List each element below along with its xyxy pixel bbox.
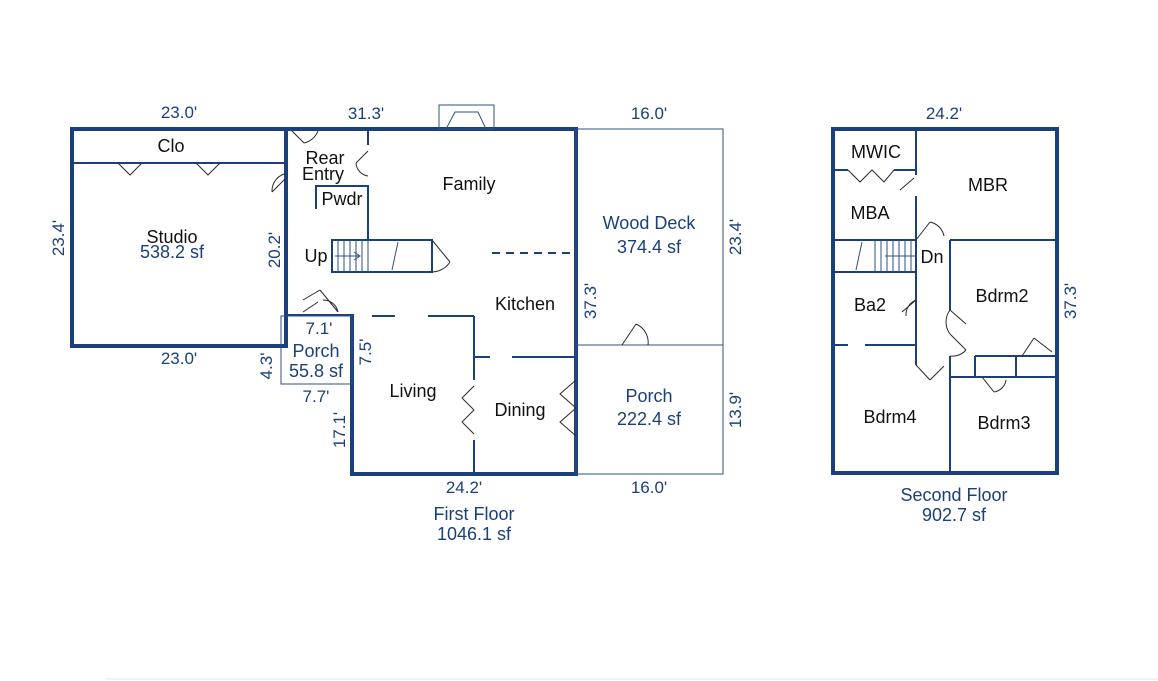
- rear-entry-door: [289, 128, 319, 144]
- bdrm2-door: [945, 309, 967, 335]
- bdrm2-closet-door: [1021, 337, 1053, 357]
- room-label-bdrm3: Bdrm3: [977, 413, 1030, 433]
- room-label-ba2: Ba2: [854, 295, 886, 315]
- room-label-living: Living: [389, 381, 436, 401]
- dim-living-left: 17.1': [330, 412, 349, 448]
- living-dining-bifold: [461, 385, 475, 435]
- area-wood-deck: 374.4 sf: [617, 237, 682, 257]
- room-label-front-porch: Porch: [292, 341, 339, 361]
- dim-main-top: 31.3': [348, 104, 384, 123]
- second-floor-walls: [831, 127, 1059, 475]
- dim-deck-right: 23.4': [726, 219, 745, 255]
- room-label-dining: Dining: [494, 400, 545, 420]
- dim-studio-bottom: 23.0': [161, 349, 197, 368]
- stair-door: [431, 239, 451, 273]
- dim-back-porch-bottom: 16.0': [631, 478, 667, 497]
- room-label-bdrm2: Bdrm2: [975, 286, 1028, 306]
- room-label-wood-deck: Wood Deck: [603, 213, 697, 233]
- first-floor-stairs: [331, 239, 433, 273]
- first-floor-title: First Floor: [434, 504, 515, 524]
- room-label-rear-entry-line2: Entry: [302, 164, 344, 184]
- powder-room-walls: [315, 185, 369, 240]
- front-entry-door: [302, 289, 339, 313]
- dim-living-notch: 7.5': [356, 339, 375, 366]
- stair-label-up: Up: [304, 246, 327, 266]
- room-label-family: Family: [443, 174, 496, 194]
- room-label-pwdr: Pwdr: [321, 189, 362, 209]
- first-floor-plan: Clo Studio 538.2 sf Rear Entry Pwdr Up F…: [49, 103, 745, 544]
- back-porch-outline: [575, 344, 724, 475]
- bdrm4-door: [915, 364, 945, 381]
- fireplace: [445, 111, 487, 130]
- dim-studio-left: 23.4': [49, 220, 68, 256]
- second-floor-plan: MWIC MBA MBR Dn Ba2 Bdrm2 Bdrm3 Bdrm4 24…: [831, 104, 1080, 525]
- room-label-mba: MBA: [850, 203, 889, 223]
- dim-back-porch-right: 13.9': [726, 392, 745, 428]
- dim-second-right: 37.3': [1061, 283, 1080, 319]
- mwic-bifold: [847, 169, 895, 183]
- powder-room-door: [355, 150, 369, 177]
- chimney: [438, 104, 495, 130]
- area-back-porch: 222.4 sf: [617, 409, 682, 429]
- mba-door: [899, 177, 915, 191]
- front-porch-outline: [280, 315, 353, 385]
- dim-porch-bottom: 7.7': [303, 387, 330, 406]
- dim-deck-top: 16.0': [631, 104, 667, 123]
- bdrm3-closet-door: [981, 376, 1007, 393]
- dim-second-top: 24.2': [926, 104, 962, 123]
- dining-porch-doors: [559, 379, 577, 437]
- dim-kitchen-right: 37.3': [581, 283, 600, 319]
- room-label-back-porch: Porch: [625, 386, 672, 406]
- room-label-clo: Clo: [157, 136, 184, 156]
- dim-porch-top: 7.1': [306, 319, 333, 338]
- room-label-mwic: MWIC: [851, 142, 901, 162]
- mbr-door: [915, 221, 945, 241]
- dim-main-bottom: 24.2': [446, 478, 482, 497]
- deck-porch-gate: [621, 323, 649, 346]
- stair-label-dn: Dn: [920, 247, 943, 267]
- closet-bifold-doors: [117, 162, 221, 176]
- dim-entry-height: 20.2': [265, 232, 284, 268]
- area-front-porch: 55.8 sf: [289, 361, 344, 381]
- second-floor-stairs: [832, 239, 917, 273]
- ba2-door: [901, 299, 917, 317]
- bdrm2-door-b: [949, 333, 967, 357]
- dim-porch-left: 4.3': [257, 353, 276, 380]
- studio-door: [271, 173, 287, 193]
- room-label-bdrm4: Bdrm4: [863, 407, 916, 427]
- room-label-studio: Studio: [146, 227, 197, 247]
- room-label-kitchen: Kitchen: [495, 294, 555, 314]
- room-label-rear-entry-line1: Rear: [305, 148, 344, 168]
- dim-studio-top: 23.0': [161, 103, 197, 122]
- area-studio: 538.2 sf: [140, 242, 205, 262]
- second-floor-title: Second Floor: [900, 485, 1007, 505]
- first-floor-area: 1046.1 sf: [437, 524, 512, 544]
- second-floor-area: 902.7 sf: [922, 505, 987, 525]
- room-label-mbr: MBR: [968, 175, 1008, 195]
